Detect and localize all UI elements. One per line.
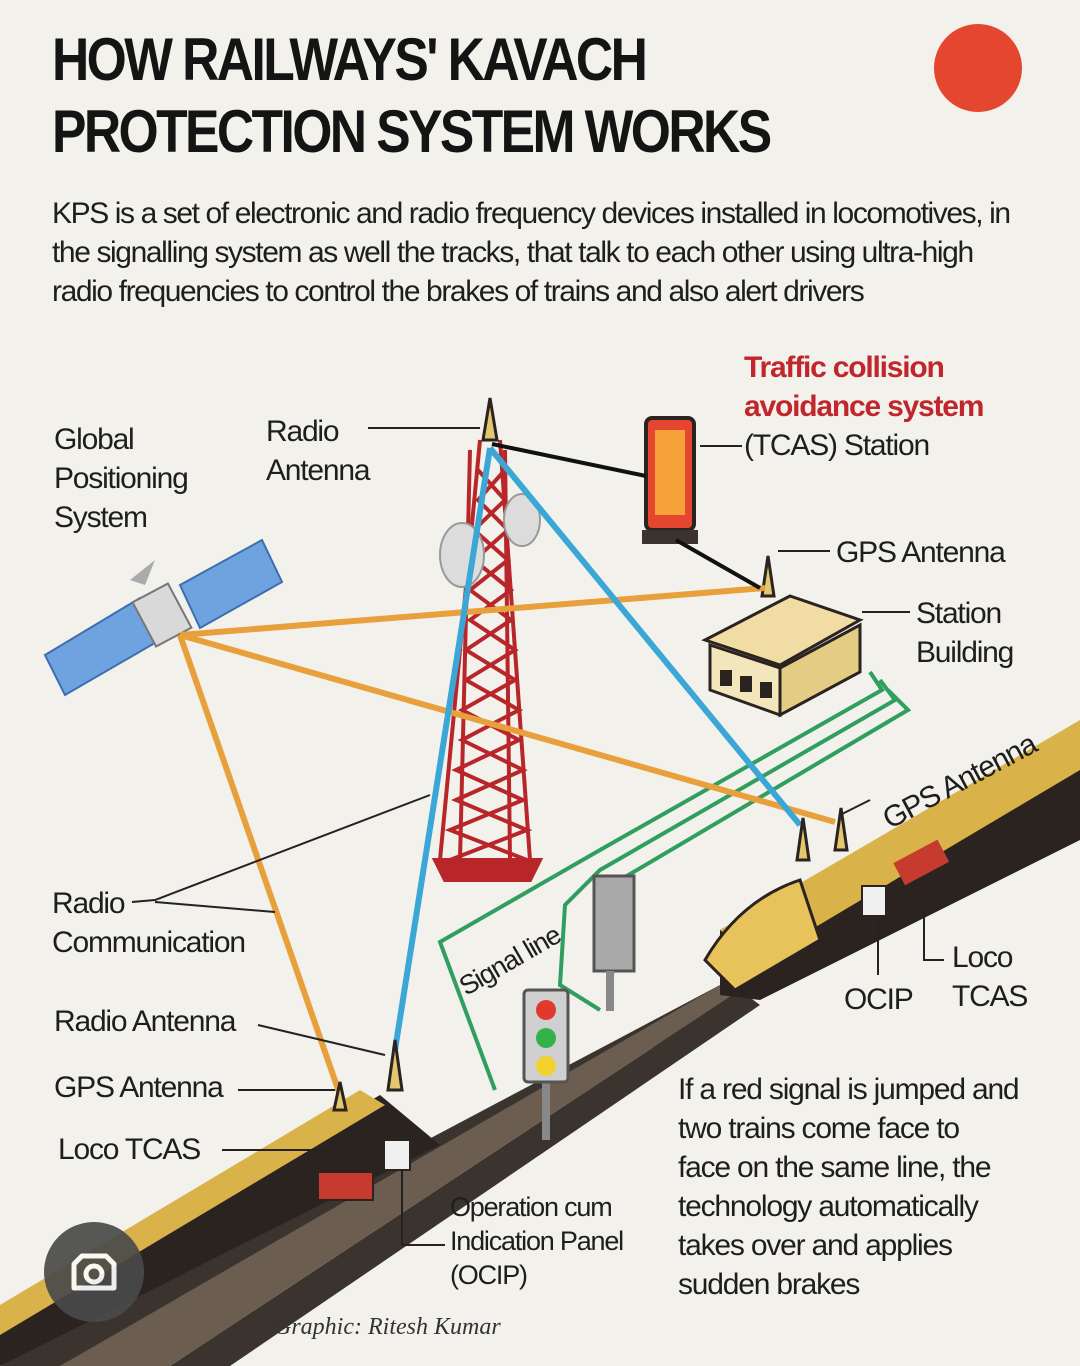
radio-communication-label: Radio Communication bbox=[52, 884, 246, 962]
camera-lens-icon[interactable] bbox=[44, 1222, 144, 1322]
station-building bbox=[701, 555, 864, 718]
tower-top-antenna bbox=[481, 397, 499, 442]
radio-communication-label-line2: Communication bbox=[52, 926, 246, 959]
page-title: HOW RAILWAYS' KAVACH PROTECTION SYSTEM W… bbox=[52, 24, 772, 168]
intro-paragraph: KPS is a set of electronic and radio fre… bbox=[52, 197, 1011, 308]
tcas-station-unit bbox=[642, 416, 698, 544]
page-title-line2: PROTECTION SYSTEM WORKS bbox=[52, 98, 772, 165]
traffic-signal bbox=[522, 988, 570, 1140]
train-right bbox=[703, 720, 1080, 1000]
station-building-label: Station Building bbox=[916, 594, 1014, 672]
gps-satellite bbox=[43, 538, 284, 697]
ocip-left-label-line2: Indication Panel bbox=[450, 1226, 624, 1256]
station-building-label-line2: Building bbox=[916, 636, 1014, 669]
footnote-text: If a red signal is jumped and two trains… bbox=[678, 1070, 1020, 1304]
tcas-station-label-line2: avoidance system bbox=[744, 390, 984, 423]
radio-links bbox=[392, 446, 803, 1051]
train-right-loco-tcas-label-line2: TCAS bbox=[952, 980, 1028, 1013]
railway-track bbox=[0, 985, 760, 1366]
tcas-station-label: Traffic collision avoidance system (TCAS… bbox=[744, 348, 984, 465]
station-gps-antenna-label: GPS Antenna bbox=[836, 536, 1006, 569]
publisher-logo-icon bbox=[934, 24, 1022, 112]
gps-links bbox=[177, 585, 836, 1096]
tower-radio-antenna-label-line1: Radio bbox=[266, 415, 340, 448]
camera-lens-glyph bbox=[71, 1253, 117, 1291]
graphic-credit: Graphic: Ritesh Kumar bbox=[274, 1314, 501, 1340]
gps-satellite-label-line2: Positioning bbox=[54, 462, 189, 495]
leader-lines bbox=[131, 427, 944, 1246]
tower-radio-antenna-label-line2: Antenna bbox=[266, 454, 371, 487]
footnote-line2: two trains come face to bbox=[678, 1112, 960, 1145]
train-right-loco-tcas-label-line1: Loco bbox=[952, 941, 1013, 974]
train-right-ocip-label: OCIP bbox=[844, 983, 914, 1016]
page-title-line1: HOW RAILWAYS' KAVACH bbox=[52, 26, 648, 93]
footnote-line1: If a red signal is jumped and bbox=[678, 1073, 1020, 1106]
ocip-left-label-line3: (OCIP) bbox=[450, 1260, 528, 1290]
train-left-loco-tcas-label: Loco TCAS bbox=[58, 1133, 201, 1166]
gps-satellite-label-line3: System bbox=[54, 501, 148, 534]
gps-satellite-label-line1: Global bbox=[54, 423, 135, 456]
station-building-label-line1: Station bbox=[916, 597, 1002, 630]
radio-communication-label-line1: Radio bbox=[52, 887, 126, 920]
footnote-line3: face on the same line, the bbox=[678, 1151, 992, 1184]
footnote-line6: sudden brakes bbox=[678, 1268, 860, 1301]
footnote-line5: takes over and applies bbox=[678, 1229, 953, 1262]
train-left-gps-antenna-label: GPS Antenna bbox=[54, 1071, 224, 1104]
gps-satellite-label: Global Positioning System bbox=[54, 420, 189, 537]
tower-radio-antenna-label: Radio Antenna bbox=[266, 412, 371, 490]
ocip-left-label-line1: Operation cum bbox=[450, 1192, 613, 1222]
tcas-station-label-line1: Traffic collision bbox=[744, 351, 945, 384]
train-left-radio-antenna-label: Radio Antenna bbox=[54, 1005, 236, 1038]
train-right-loco-tcas-label: Loco TCAS bbox=[952, 938, 1028, 1016]
footnote-line4: technology automatically bbox=[678, 1190, 979, 1223]
tcas-station-label-line3: (TCAS) Station bbox=[744, 429, 930, 462]
ocip-left-label: Operation cum Indication Panel (OCIP) bbox=[450, 1190, 624, 1292]
wired-links bbox=[491, 442, 761, 590]
trackside-box bbox=[592, 874, 636, 1011]
